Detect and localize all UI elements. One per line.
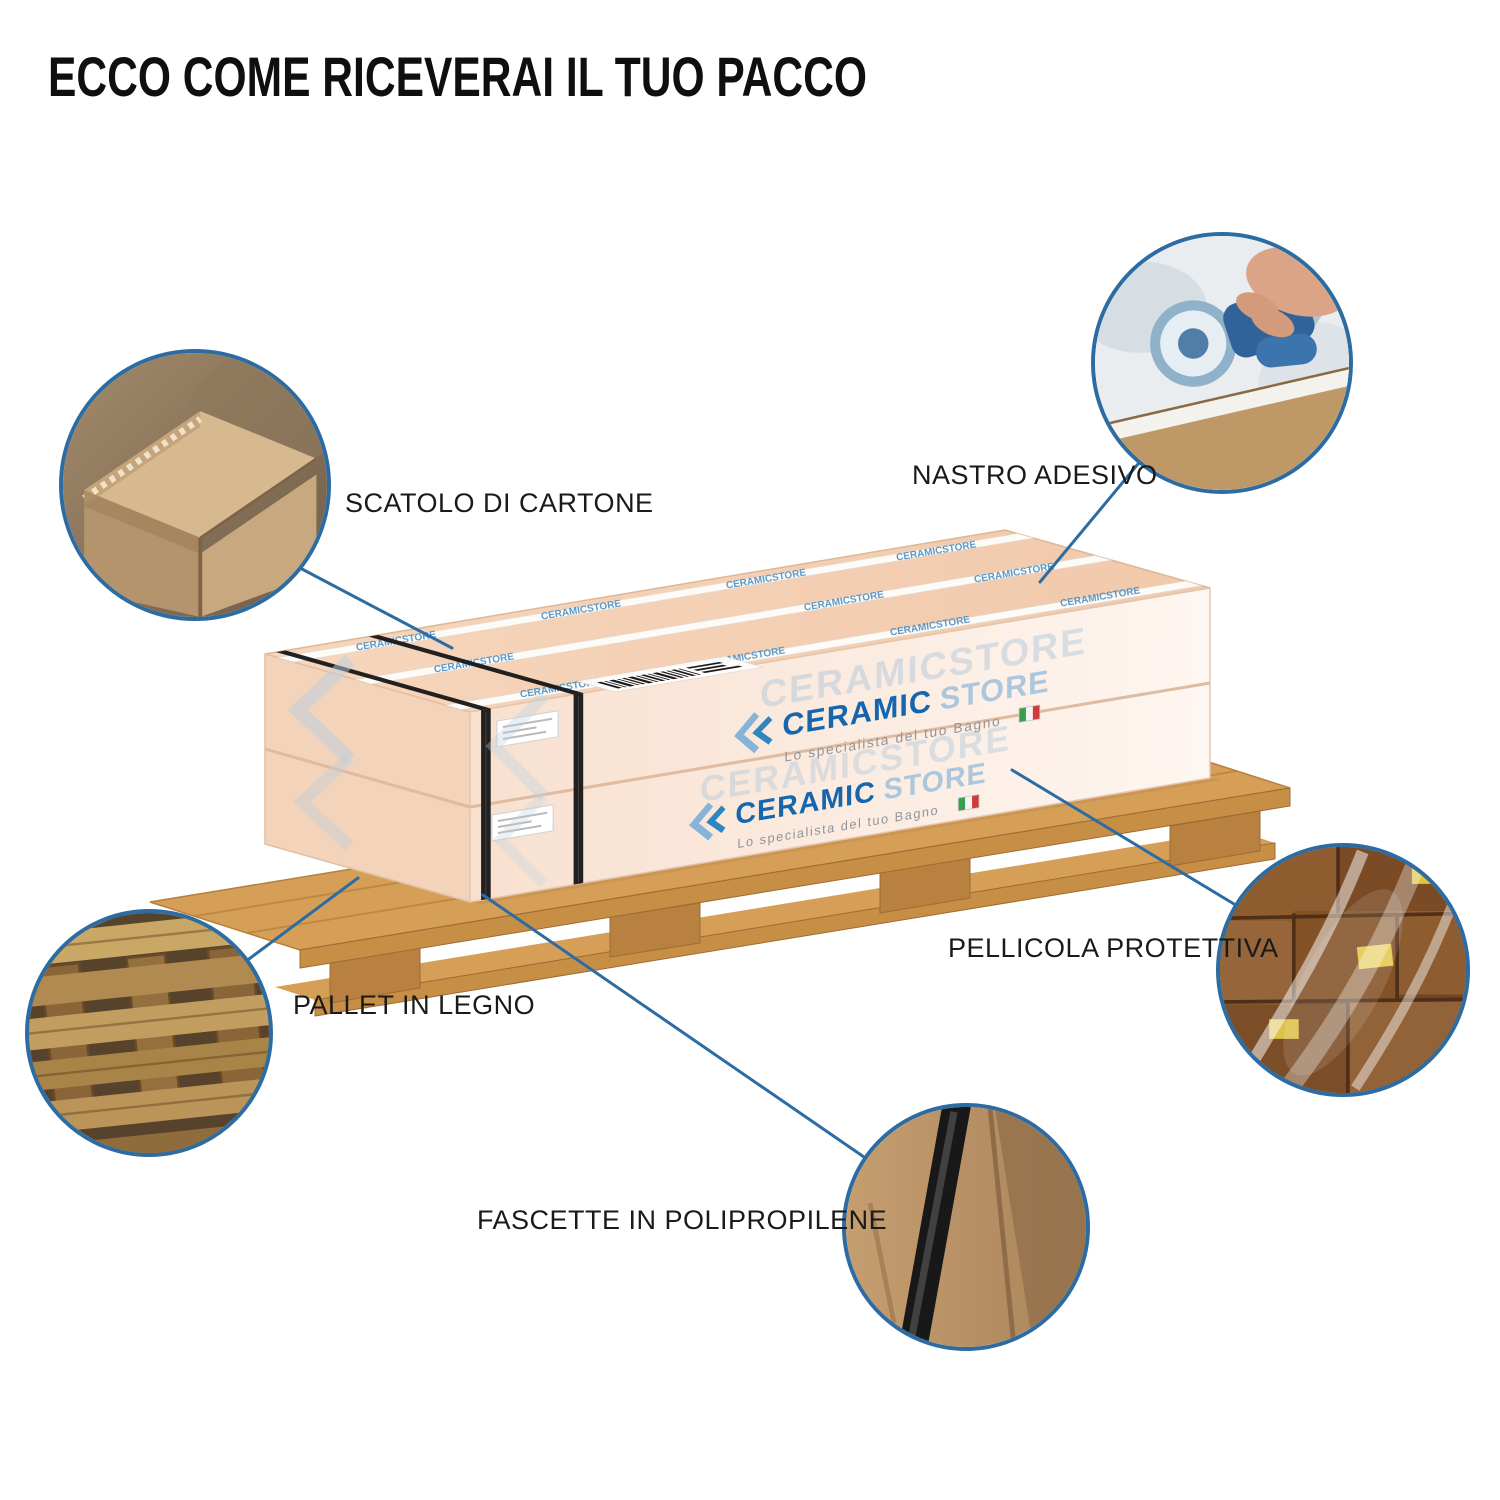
logo-chevron-icon — [706, 805, 726, 833]
pallet-plank — [29, 992, 269, 1052]
box-side-shade — [994, 1107, 1086, 1347]
callout-photo-pallet-in-legno — [25, 909, 273, 1157]
label-nastro-adesivo: NASTRO ADESIVO — [912, 460, 1158, 490]
logo-chevron-icon — [752, 716, 773, 745]
pallet-bottom-board-top — [275, 830, 1275, 1000]
callout-photo-nastro-adesivo — [1091, 232, 1353, 494]
label-fascette-in-polipropilene: FASCETTE IN POLIPROPILENE — [477, 1205, 888, 1235]
shrink-wrap-sheen — [1234, 849, 1459, 1093]
strap-band-top — [368, 635, 584, 695]
leader-line-nastro — [1038, 462, 1140, 584]
strap-band-top — [276, 650, 491, 711]
cardboard-box-stack-illustration: CERAMICSTORE CERAMICSTORE CERAMICSTORE C… — [264, 529, 1221, 904]
callout-photo-scatolo-di-cartone — [59, 349, 331, 621]
barcode-label — [575, 656, 764, 693]
pallet-plank — [29, 952, 269, 1009]
black-strap — [898, 1107, 971, 1347]
label-scatolo-di-cartone: SCATOLO DI CARTONE — [345, 488, 654, 518]
pallet-plank — [29, 1035, 269, 1093]
strap-band-front — [573, 693, 584, 885]
label-pallet-in-legno: PALLET IN LEGNO — [293, 990, 536, 1020]
box-shadow — [470, 778, 1221, 904]
box-top-panel — [84, 411, 317, 538]
logo-chevron-icon — [734, 712, 760, 754]
box-stack-seam — [264, 747, 471, 809]
box-corner-crease — [987, 1107, 1017, 1347]
leader-line-pallet — [247, 876, 360, 961]
page-title: ECCO COME RICEVERAI IL TUO PACCO — [48, 45, 867, 108]
label-pellicola-protettiva: PELLICOLA PROTETTIVA — [948, 933, 1279, 963]
strap-band-front — [481, 708, 491, 901]
wooden-pallet-photo — [29, 913, 269, 1153]
cardboard-box-corner-photo — [63, 353, 327, 617]
shipping-label — [496, 710, 559, 748]
protective-film-pallet-photo — [1220, 847, 1466, 1093]
leader-lines — [247, 462, 1236, 1159]
italian-flag-icon — [1018, 704, 1041, 723]
pallet-plank — [29, 1076, 269, 1136]
polypropylene-strap-photo — [846, 1107, 1086, 1347]
dispenser-handle — [1255, 333, 1317, 368]
callout-photo-fascette-in-polipropilene — [842, 1103, 1090, 1351]
yellow-label — [1356, 943, 1394, 970]
box-stack-seam — [469, 681, 1211, 809]
applied-tape — [1095, 368, 1349, 445]
tape-strip — [277, 533, 1034, 663]
leader-line-pellicola — [1010, 768, 1236, 906]
watermark-chevron-icon — [287, 655, 549, 888]
logo-chevron-icon — [688, 802, 714, 841]
box-side-panel — [84, 506, 201, 617]
pallet-deck-edge — [299, 787, 1291, 969]
leader-line-scatolo — [298, 566, 454, 650]
polypropylene-straps — [276, 635, 584, 901]
callout-photo-pellicola-protettiva — [1216, 843, 1470, 1097]
italian-flag-icon — [957, 794, 980, 812]
tape-strip — [355, 555, 1112, 685]
adhesive-tape-dispenser-photo — [1095, 236, 1349, 490]
leader-line-fascette — [481, 893, 866, 1159]
shipping-label — [491, 804, 554, 842]
